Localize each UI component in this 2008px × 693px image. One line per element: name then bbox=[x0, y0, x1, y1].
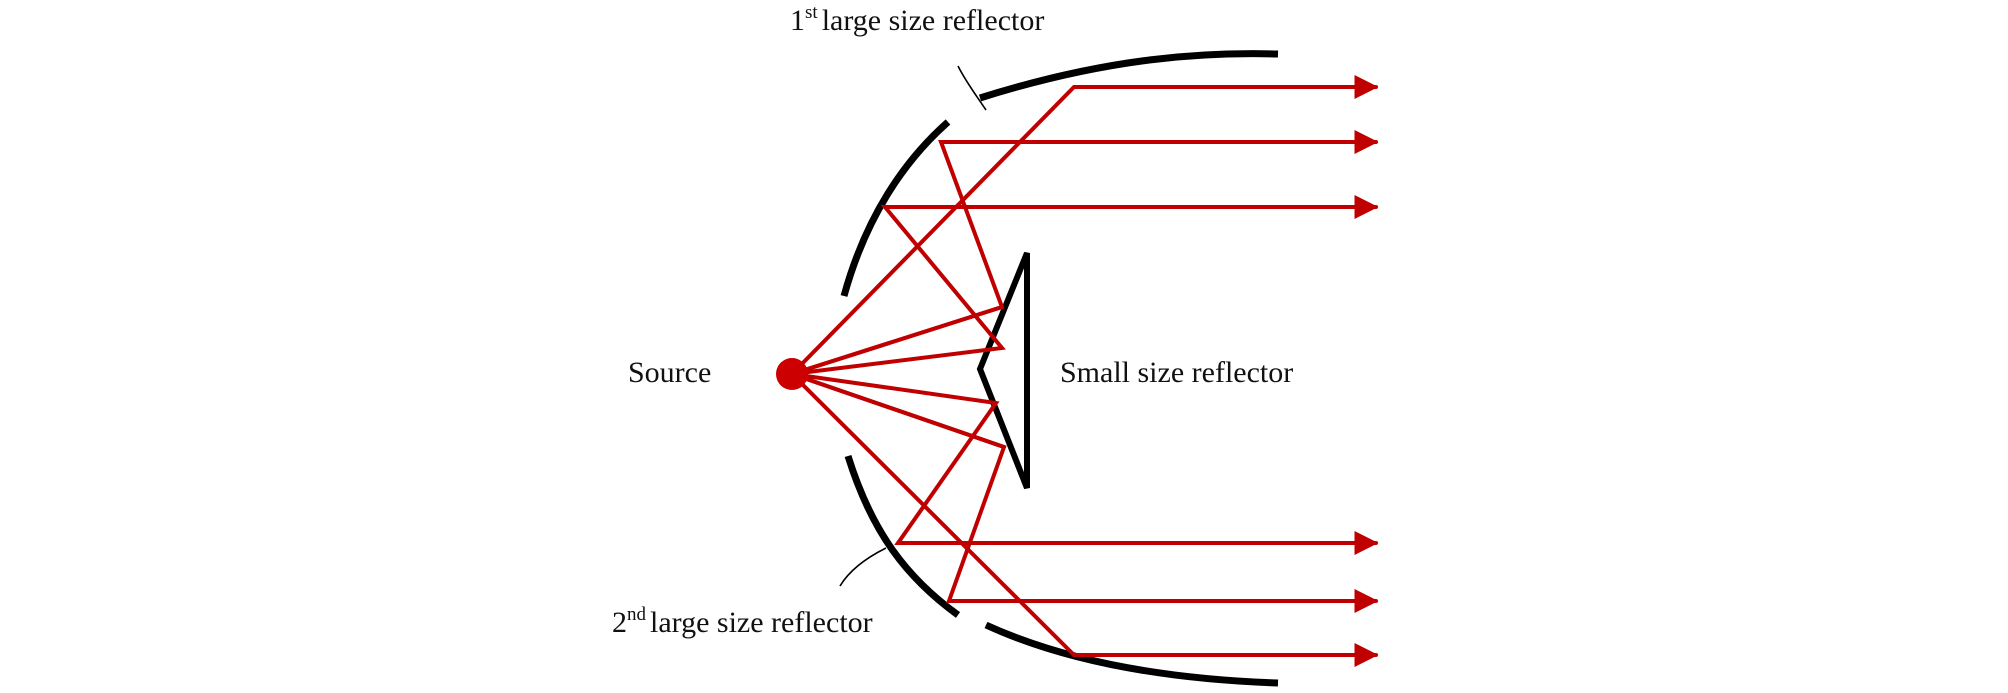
reflectors bbox=[840, 50, 1279, 687]
ray-upper-middle bbox=[790, 130, 1379, 376]
source-point bbox=[776, 358, 808, 390]
leader-lines bbox=[839, 65, 987, 587]
ray-lower-middle bbox=[790, 372, 1379, 613]
ray-cross-lower-a bbox=[790, 372, 1006, 449]
ray-upper-outer bbox=[790, 75, 1379, 376]
first-large-reflector-lower-arc bbox=[840, 119, 951, 297]
rays bbox=[790, 75, 1379, 667]
ray-upper-inner bbox=[790, 195, 1379, 376]
ray-cross-upper-a bbox=[790, 305, 1004, 376]
first-reflector-leader-line bbox=[957, 65, 987, 111]
source-label: Source bbox=[628, 356, 711, 389]
second-large-reflector-upper-arc bbox=[844, 454, 961, 618]
second-large-reflector-lower-arc bbox=[984, 621, 1279, 687]
first-large-reflector-upper-arc bbox=[978, 50, 1279, 102]
small-reflector-label: Small size reflector bbox=[1060, 356, 1293, 389]
ray-lower-outer bbox=[790, 372, 1379, 667]
small-size-reflector bbox=[976, 251, 1030, 490]
second-reflector-leader-line bbox=[839, 547, 887, 587]
ray-lower-inner bbox=[790, 372, 1379, 555]
